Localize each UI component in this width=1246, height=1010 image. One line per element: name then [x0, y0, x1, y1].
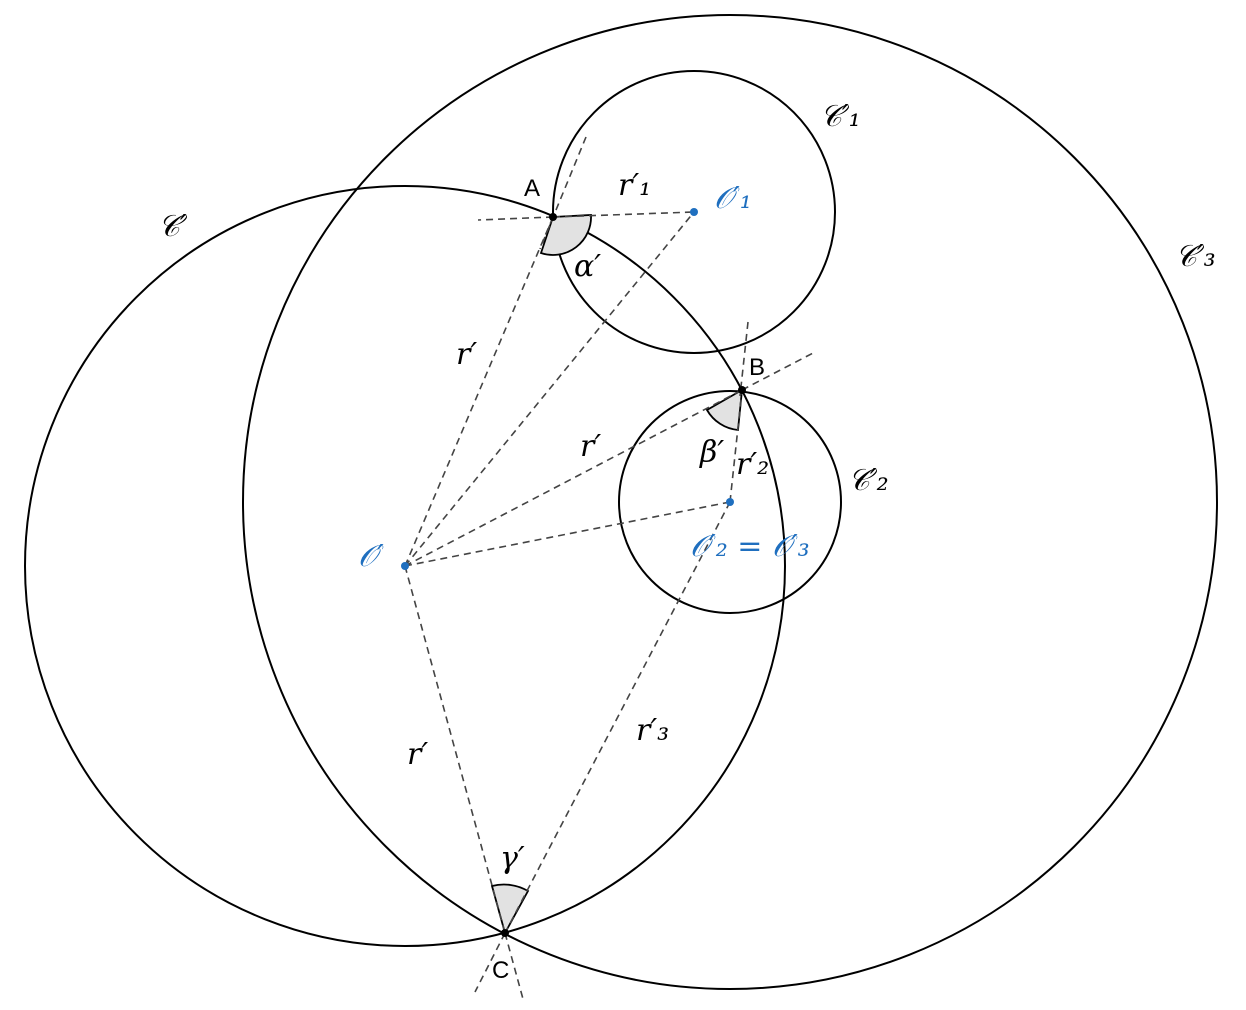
- label-r2-prime: r′₂: [736, 447, 769, 482]
- circle-c-prime: [24, 185, 786, 947]
- label-r-prime-c: r′: [407, 737, 428, 772]
- label-beta-prime: β′: [699, 435, 724, 470]
- circle-c1-prime: [552, 70, 836, 354]
- center-o-prime: [401, 562, 409, 570]
- label-c1-prime: 𝒞′₁: [820, 99, 861, 134]
- radius-o-to-a: [404, 216, 554, 567]
- tangent-at-b: [739, 321, 749, 397]
- label-o-prime: 𝒪′: [358, 539, 384, 574]
- label-r-prime-a: r′: [456, 337, 477, 372]
- radius-r3: [504, 501, 731, 934]
- label-r-prime-b: r′: [580, 429, 601, 464]
- label-gamma-prime: γ′: [500, 841, 525, 876]
- segment-o-to-o2: [404, 501, 731, 567]
- tangent-at-a: [539, 136, 587, 250]
- extension-b-right: [741, 351, 816, 391]
- center-o1-prime: [690, 208, 698, 216]
- circle-c3-prime: [242, 14, 1218, 990]
- label-o1-prime: 𝒪′₁: [714, 181, 752, 216]
- label-r3-prime: r′₃: [636, 713, 669, 748]
- point-b: [738, 386, 746, 394]
- label-r1-prime: r′₁: [618, 168, 651, 203]
- label-c2-prime: 𝒞′₂: [848, 463, 889, 498]
- label-point-a: A: [524, 175, 540, 202]
- segment-o-to-o1: [404, 211, 695, 567]
- center-o2-prime: [726, 498, 734, 506]
- angle-beta-wedge: [705, 388, 744, 431]
- label-o2-eq-o3: 𝒪′₂ = 𝒪′₃: [690, 529, 810, 564]
- point-a: [549, 213, 557, 221]
- label-c-prime: 𝒞′: [158, 209, 188, 244]
- extension-a-left: [477, 216, 554, 221]
- label-alpha-prime: α′: [574, 249, 601, 284]
- radius-o-to-b: [404, 389, 743, 567]
- label-point-b: B: [749, 354, 765, 381]
- radius-r2: [729, 389, 743, 503]
- label-point-c: C: [492, 957, 509, 984]
- angle-gamma-wedge: [490, 883, 530, 936]
- label-c3-prime: 𝒞′₃: [1175, 239, 1216, 274]
- circle-c2-prime: [618, 390, 842, 614]
- point-c: [501, 929, 509, 937]
- angle-alpha-wedge: [539, 214, 592, 256]
- radius-o-to-c: [404, 565, 506, 934]
